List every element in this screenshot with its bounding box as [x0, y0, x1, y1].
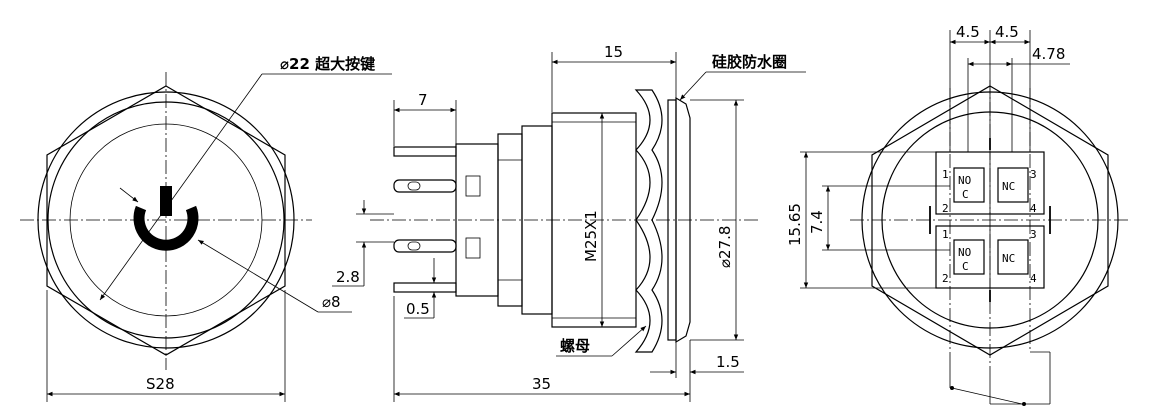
terminal-length-label: 7	[418, 91, 428, 109]
svg-text:3: 3	[1030, 228, 1037, 241]
pin-row-spacing-label: 7.4	[808, 210, 826, 234]
terminal-bottom	[393, 282, 457, 293]
hex-nut-profile	[634, 89, 663, 353]
block-height-label: 15.65	[786, 203, 804, 246]
svg-text:1: 1	[942, 168, 949, 181]
switch-lower: 1 2 NO C 3 NC 4	[935, 225, 1045, 289]
terminal-lower	[393, 239, 457, 253]
svg-text:NC: NC	[1002, 252, 1015, 265]
thread-spec-label: M25X1	[582, 210, 600, 262]
terminal-top	[393, 146, 457, 157]
svg-text:2: 2	[942, 202, 949, 215]
svg-text:2: 2	[942, 272, 949, 285]
block-width-label: 4.78	[1032, 45, 1065, 63]
total-length-label: 35	[532, 375, 551, 393]
side-view: 7 15 硅胶防水圈 M25X1 ⌀27.8 2.8 0.5 螺母	[332, 43, 806, 402]
svg-text:4: 4	[1030, 202, 1037, 215]
thread-length-label: 15	[604, 43, 623, 61]
svg-text:NO: NO	[958, 174, 971, 187]
pin-spacing-right-label: 4.5	[995, 23, 1019, 41]
svg-text:3: 3	[1030, 168, 1037, 181]
bezel-diameter-label: ⌀27.8	[716, 226, 734, 268]
power-symbol-icon	[133, 186, 199, 251]
button-diameter-label: ⌀22 超大按键	[280, 55, 375, 73]
seal-thickness-label: 1.5	[716, 353, 740, 371]
wiring-schematic	[949, 351, 1051, 406]
svg-text:NO: NO	[958, 246, 971, 259]
nut-label: 螺母	[560, 337, 590, 355]
svg-text:C: C	[962, 188, 969, 201]
pin-pitch-label: 2.8	[336, 268, 360, 286]
seal-ring-label: 硅胶防水圈	[712, 53, 787, 71]
svg-text:1: 1	[942, 228, 949, 241]
hex-size-label: S28	[146, 375, 175, 393]
svg-text:NC: NC	[1002, 180, 1015, 193]
pin-spacing-left-label: 4.5	[956, 23, 980, 41]
switch-upper: 1 2 NO C 3 NC 4	[935, 151, 1045, 215]
back-view: 1 2 NO C 3 NC 4 1 2 NO C 3 NC 4	[786, 23, 1130, 406]
svg-text:4: 4	[1030, 272, 1037, 285]
led-diameter-label: ⌀8	[322, 293, 341, 311]
svg-text:C: C	[962, 260, 969, 273]
front-view: ⌀22 超大按键 ⌀8 S28	[20, 55, 392, 402]
pin-thickness-label: 0.5	[406, 300, 430, 318]
terminal-upper	[393, 179, 457, 193]
